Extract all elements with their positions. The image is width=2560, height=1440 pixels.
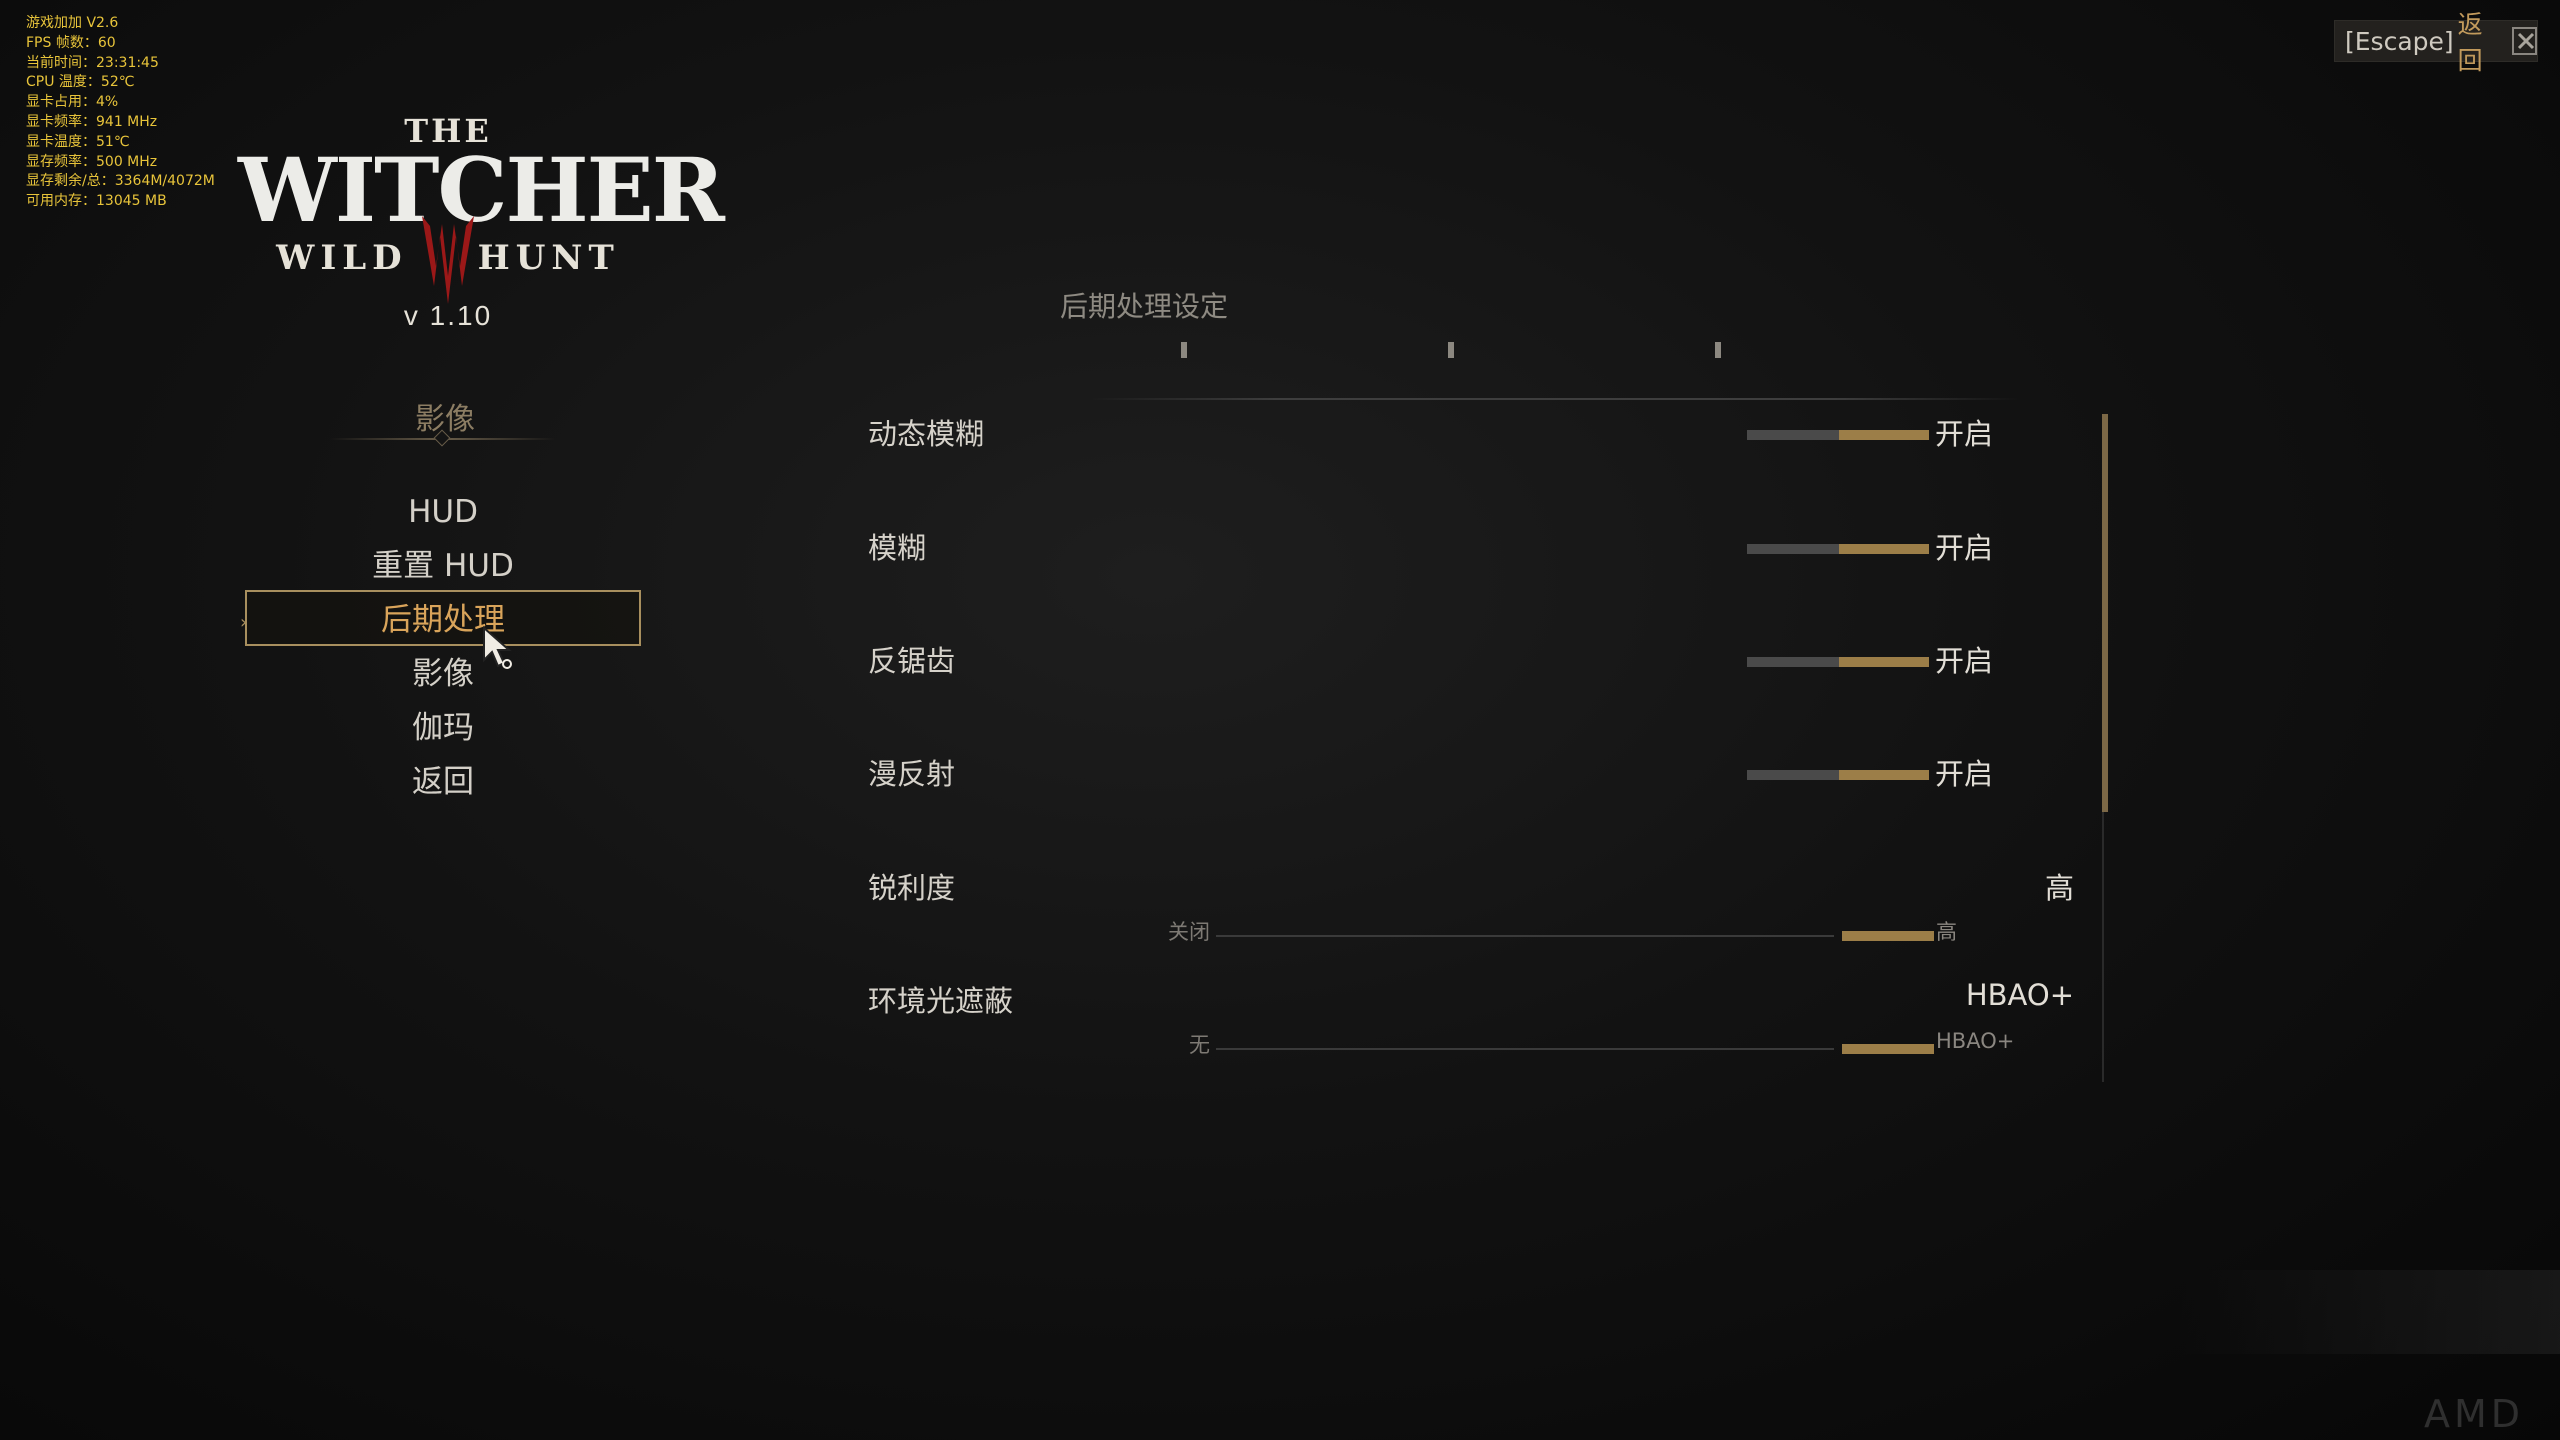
amd-watermark: AMD [2424, 1392, 2525, 1436]
ambient-occlusion-slider[interactable] [1216, 1048, 1834, 1050]
settings-scrollbar[interactable] [2102, 414, 2108, 812]
overlay-line: 显卡频率：941 MHz [26, 113, 158, 130]
bottom-strip [2180, 1270, 2560, 1354]
logo-subtitle: WILD HUNT [238, 216, 658, 304]
ambient-occlusion-value: HBAO+ [1965, 978, 2074, 1012]
overlay-line: 显卡温度：51℃ [26, 133, 130, 150]
scrollbar-track[interactable] [2102, 812, 2104, 1082]
mouse-cursor-icon [483, 626, 512, 669]
motion-blur-toggle-fill [1839, 430, 1929, 440]
section-tick [1181, 342, 1187, 358]
panel-divider [1090, 398, 2020, 400]
overlay-line: CPU 温度：52℃ [26, 74, 135, 91]
escape-back-button[interactable]: [Escape] 返回 [2334, 10, 2538, 75]
performance-overlay: 游戏加加 V2.6 FPS 帧数：60 当前时间：23:31:45 CPU 温度… [26, 14, 215, 212]
overlay-line: 显存剩余/总：3364M/4072M [26, 173, 215, 190]
antialiasing-toggle[interactable] [1747, 657, 1929, 667]
menu-item-hud[interactable]: HUD [408, 494, 478, 530]
sharpening-min-label: 关闭 [1168, 920, 1210, 944]
ambient-occlusion-min-label: 无 [1189, 1033, 1210, 1057]
blur-value: 开启 [1935, 531, 1994, 565]
menu-item-reset-hud[interactable]: 重置 HUD [372, 548, 514, 584]
logo-title: WITCHER [238, 138, 725, 242]
escape-key-label: [Escape] [2345, 26, 2454, 56]
active-arrow-icon: › [240, 612, 248, 633]
setting-label-antialiasing: 反锯齿 [868, 644, 956, 678]
setting-label-blur: 模糊 [868, 531, 927, 565]
antialiasing-toggle-fill [1839, 657, 1929, 667]
overlay-line: 当前时间：23:31:45 [26, 54, 159, 71]
sharpening-slider[interactable] [1216, 935, 1834, 937]
setting-label-motion-blur: 动态模糊 [868, 417, 985, 451]
bloom-toggle[interactable] [1747, 770, 1929, 780]
overlay-line: 可用内存：13045 MB [26, 193, 167, 210]
menu-item-gamma[interactable]: 伽玛 [412, 710, 474, 746]
sharpening-max-label: 高 [1936, 920, 1957, 944]
menu-item-back[interactable]: 返回 [412, 764, 474, 800]
menu-heading: 影像 [415, 402, 475, 437]
overlay-line: 显存频率：500 MHz [26, 153, 158, 170]
panel-title: 后期处理设定 [1060, 290, 1229, 323]
wolf-claw-icon [422, 216, 474, 304]
ambient-occlusion-max-label: HBAO+ [1936, 1029, 2015, 1053]
setting-label-sharpening: 锐利度 [868, 871, 956, 905]
section-tick [1715, 342, 1721, 358]
ambient-occlusion-slider-thumb[interactable] [1842, 1044, 1934, 1054]
blur-toggle[interactable] [1747, 544, 1929, 554]
logo-hunt: HUNT [477, 238, 620, 278]
bloom-toggle-fill [1839, 770, 1929, 780]
version-label: v 1.10 [403, 300, 493, 331]
logo-wild: WILD [276, 238, 408, 278]
setting-label-ambient-occlusion: 环境光遮蔽 [868, 984, 1014, 1018]
menu-item-video[interactable]: 影像 [412, 656, 474, 692]
menu-item-postprocessing[interactable]: 后期处理 [245, 590, 641, 646]
game-logo: THE WITCHER WILD HUNT v 1.10 [238, 112, 725, 362]
overlay-line: 游戏加加 V2.6 [26, 15, 119, 31]
logo-the: THE [404, 112, 492, 150]
motion-blur-value: 开启 [1935, 417, 1994, 451]
overlay-line: 显卡占用：4% [26, 94, 119, 111]
section-tick [1448, 342, 1454, 358]
sharpening-value: 高 [2044, 871, 2074, 905]
sharpening-slider-thumb[interactable] [1842, 931, 1934, 941]
escape-back-label: 返回 [2457, 10, 2483, 75]
overlay-line: FPS 帧数：60 [26, 34, 116, 51]
setting-label-bloom: 漫反射 [868, 757, 956, 791]
close-icon[interactable] [2512, 27, 2537, 55]
bloom-value: 开启 [1935, 757, 1994, 791]
blur-toggle-fill [1839, 544, 1929, 554]
motion-blur-toggle[interactable] [1747, 430, 1929, 440]
antialiasing-value: 开启 [1935, 644, 1994, 678]
